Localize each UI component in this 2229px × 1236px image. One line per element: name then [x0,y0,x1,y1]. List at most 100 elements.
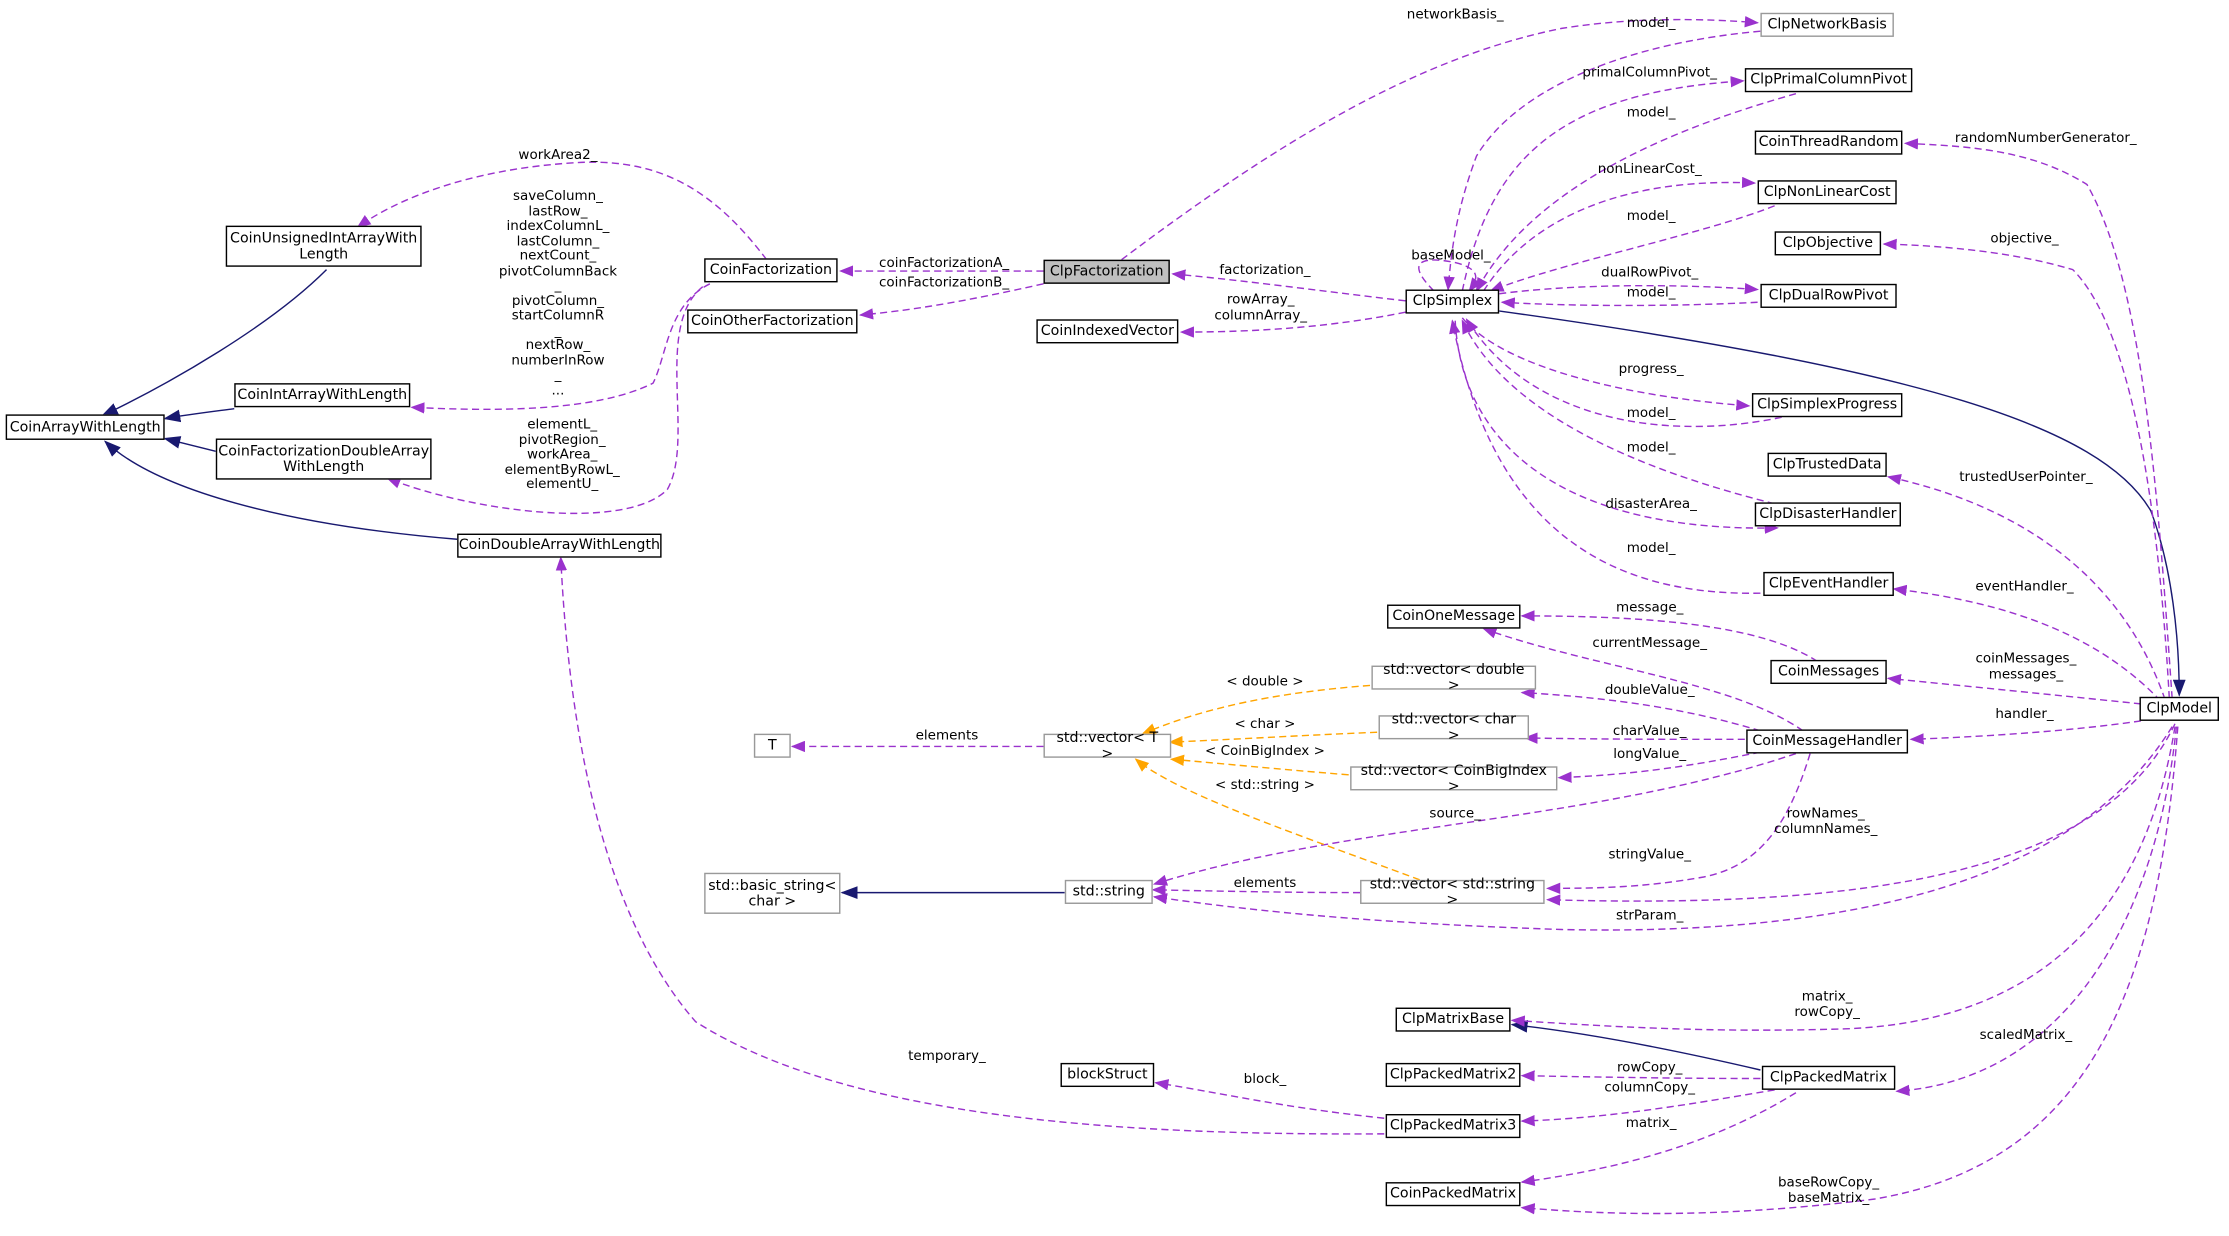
edge-rowNames [1546,723,2176,906]
label-objective: objective_ [1990,231,2059,247]
node-coin-factorization[interactable]: CoinFactorization [704,258,838,283]
node-clp-dual-row-pivot[interactable]: ClpDualRowPivot [1760,283,1897,308]
node-vector-coinbigindex[interactable]: std::vector< CoinBigIndex > [1350,763,1558,794]
edge-factorization [1171,269,1406,302]
edge-dualRowPivot [1499,282,1760,295]
edge-modelNLC [1489,205,1775,292]
node-coin-other-factorization[interactable]: CoinOtherFactorization [687,309,858,334]
label-model-sp: model_ [1626,405,1676,422]
node-vector-string[interactable]: std::vector< std::string > [1360,876,1545,908]
node-clp-factorization[interactable]: ClpFactorization [1043,259,1170,284]
edge-networkBasis [1121,16,1760,261]
label-model-nlc: model_ [1626,208,1676,225]
node-clp-objective[interactable]: ClpObjective [1774,231,1882,256]
label-std-string-tpl: < std::string > [1215,777,1315,794]
label-double-arrays: elementL_ pivotRegion_ workArea_ element… [504,417,620,493]
node-coin-message-handler[interactable]: CoinMessageHandler [1746,729,1909,754]
edge-matrixPM [1520,1092,1797,1186]
edge-trustedUserPointer [1886,473,2166,700]
label-model-eh: model_ [1626,540,1676,557]
edge-inherit-matrixbase [1510,1019,1761,1071]
label-double-tpl: < double > [1226,674,1304,690]
edge-intArrays [410,283,711,414]
node-clp-trusted-data[interactable]: ClpTrustedData [1767,452,1887,477]
edge-tpl-double [1141,684,1371,735]
label-coin-factorization-a: coinFactorizationA_ [879,255,1010,272]
label-message: message_ [1616,600,1684,616]
label-char-value: charValue_ [1612,723,1687,740]
node-coin-indexed-vector[interactable]: CoinIndexedVector [1036,319,1179,344]
node-clp-model[interactable]: ClpModel [2139,696,2219,721]
node-coin-factorization-double-array[interactable]: CoinFactorizationDoubleArray WithLength [215,438,432,480]
node-coin-thread-random[interactable]: CoinThreadRandom [1754,130,1903,155]
edge-modelPCP [1475,92,1797,293]
node-clp-packed-matrix2[interactable]: ClpPackedMatrix2 [1385,1062,1521,1088]
label-long-value: longValue_ [1613,746,1687,763]
label-matrix: matrix_ rowCopy_ [1794,989,1860,1020]
node-clp-non-linear-cost[interactable]: ClpNonLinearCost [1757,180,1897,205]
node-vector-double[interactable]: std::vector< double > [1371,662,1537,693]
node-basic-string[interactable]: std::basic_string< char > [704,872,841,914]
edge-handler [1909,720,2142,745]
node-clp-disaster-handler[interactable]: ClpDisasterHandler [1754,502,1901,527]
label-coin-factorization-b: coinFactorizationB_ [879,275,1010,291]
node-vector-char[interactable]: std::vector< char > [1378,712,1530,743]
edge-inherit-facdouble [163,436,216,452]
edge-modelDRP [1500,297,1758,309]
label-primal-column-pivot: primalColumnPivot_ [1582,65,1717,81]
node-clp-network-basis[interactable]: ClpNetworkBasis [1760,12,1894,37]
edge-scaledMatrix [1895,726,2178,1097]
node-clp-packed-matrix[interactable]: ClpPackedMatrix [1761,1065,1896,1090]
node-clp-packed-matrix3[interactable]: ClpPackedMatrix3 [1385,1113,1521,1139]
node-coin-int-array[interactable]: CoinIntArrayWithLength [234,383,411,408]
node-clp-simplex[interactable]: ClpSimplex [1405,289,1500,314]
edge-modelSP [1465,318,1782,428]
edge-coinFactorizationB [858,283,1044,320]
node-clp-matrix-base[interactable]: ClpMatrixBase [1395,1007,1511,1032]
node-coin-array-with-length[interactable]: CoinArrayWithLength [5,414,165,440]
label-char-tpl: < char > [1234,716,1296,733]
label-row-names: rowNames_ columnNames_ [1774,806,1878,837]
edge-source [1152,752,1797,886]
node-block-struct[interactable]: blockStruct [1060,1062,1155,1088]
label-progress: progress_ [1618,361,1684,378]
edge-randomNumberGenerator [1903,138,2173,699]
edge-inherit-unsigned [100,269,328,417]
label-temporary: temporary_ [908,1048,986,1065]
label-model-drp: model_ [1626,285,1676,301]
label-model-nb: model_ [1626,15,1676,32]
edge-modelDH [1461,319,1775,505]
edge-temporary [555,556,1385,1135]
node-coin-double-array[interactable]: CoinDoubleArrayWithLength [457,533,662,558]
edge-workArea2 [356,161,768,261]
node-clp-simplex-progress[interactable]: ClpSimplexProgress [1751,393,1903,418]
node-std-string[interactable]: std::string [1064,879,1153,904]
edge-charValue [1523,732,1745,744]
edge-columnCopy [1520,1089,1775,1127]
edge-tpl-string [1134,758,1420,881]
label-scaled-matrix: scaledMatrix_ [1979,1027,2073,1044]
node-coin-messages[interactable]: CoinMessages [1770,659,1887,685]
edge-doubleArrays [386,286,704,515]
label-random-number-generator: randomNumberGenerator_ [1954,130,2137,147]
edge-baseRowCopy [1520,726,2179,1215]
node-vector-t[interactable]: std::vector< T > [1043,730,1172,761]
node-coin-packed-matrix[interactable]: CoinPackedMatrix [1385,1182,1521,1207]
label-base-row-copy: baseRowCopy_ baseMatrix_ [1777,1175,1880,1206]
label-current-message: currentMessage_ [1592,635,1707,652]
label-str-param: strParam_ [1616,908,1684,924]
edge-tpl-char [1168,731,1378,748]
node-coin-one-message[interactable]: CoinOneMessage [1387,604,1521,629]
edge-baseModel [1418,259,1482,293]
edge-modelEH [1449,319,1761,594]
edge-primalColumnPivot [1461,76,1745,292]
edge-inherit-clpmodel [1497,310,2186,697]
edge-inherit-int [163,407,235,423]
edge-block [1154,1079,1385,1119]
label-double-value: doubleValue_ [1604,682,1695,699]
node-clp-primal-column-pivot[interactable]: ClpPrimalColumnPivot [1744,68,1913,93]
node-coin-unsigned-int-array[interactable]: CoinUnsignedIntArrayWith Length [225,225,422,267]
node-t[interactable]: T [753,733,791,758]
node-clp-event-handler[interactable]: ClpEventHandler [1763,571,1894,597]
edge-elementsS [1151,884,1361,896]
